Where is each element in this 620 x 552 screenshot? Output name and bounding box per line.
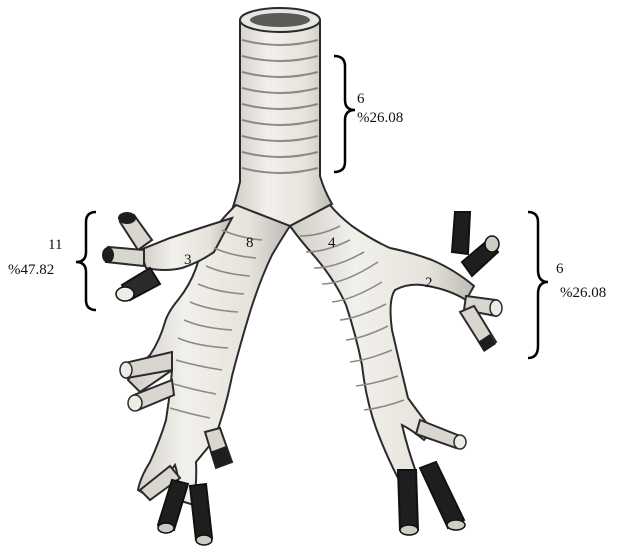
right-group-count-label: 11 xyxy=(48,237,62,254)
left-group-count-label: 6 xyxy=(556,261,564,278)
left-group-bracket xyxy=(528,212,548,358)
left-lower-branch-tubes xyxy=(398,420,466,535)
left-bronchial-tree xyxy=(290,205,502,535)
segment-label-left-lobar: 2 xyxy=(425,275,433,292)
right-group-percent-label: %47.82 xyxy=(8,262,54,279)
trachea-count-label: 6 xyxy=(357,91,365,108)
left-group-percent-label: %26.08 xyxy=(560,285,606,302)
segment-label-left-main: 4 xyxy=(328,235,336,252)
segment-label-right-lobar: 3 xyxy=(184,252,192,269)
trachea-bracket xyxy=(334,56,355,172)
trachea xyxy=(232,8,332,226)
right-bronchial-tree xyxy=(102,205,290,545)
segment-label-right-main: 8 xyxy=(246,235,254,252)
right-group-bracket xyxy=(76,212,96,310)
trachea-percent-label: %26.08 xyxy=(357,110,403,127)
